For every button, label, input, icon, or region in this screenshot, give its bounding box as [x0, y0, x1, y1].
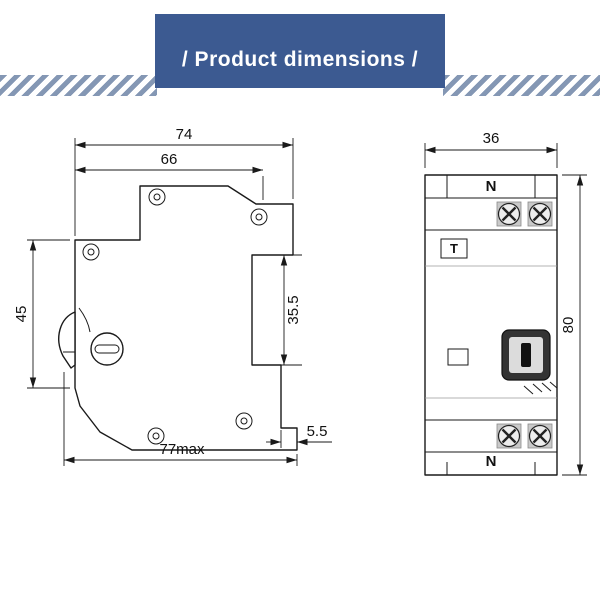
- dim-left-height: 45: [13, 306, 30, 323]
- indicator-window: [447, 348, 469, 366]
- dim-top-width-inner: 66: [161, 151, 178, 168]
- banner-stripe-left: [0, 75, 157, 96]
- test-button: [440, 238, 468, 259]
- toggle-switch: [501, 329, 551, 381]
- banner: / Product dimensions /: [155, 14, 445, 88]
- side-view-dimensions: 74 66 45 35.5 77max: [13, 126, 332, 466]
- banner-stripe-right: [443, 75, 600, 96]
- dim-inner-height: 35.5: [285, 295, 302, 324]
- dim-top-width: 74: [176, 126, 193, 143]
- latch-slot: [94, 344, 120, 354]
- front-view-drawing: N T N: [424, 130, 587, 476]
- terminal-band-bottom: [424, 419, 558, 453]
- phillips-screw-icon: [526, 422, 554, 450]
- breaker-side-outline: [74, 185, 298, 451]
- neutral-label-bottom: N: [486, 453, 497, 470]
- phillips-screw-icon: [526, 200, 554, 228]
- banner-title: / Product dimensions /: [181, 48, 419, 71]
- side-view-drawing: 74 66 45 35.5 77max: [13, 126, 332, 466]
- front-view-dimensions: 36 80: [424, 130, 587, 476]
- terminal-band-top: [424, 197, 558, 231]
- din-latch-lever: [58, 311, 76, 369]
- dim-hook-width: 5.5: [307, 423, 328, 440]
- dim-front-width: 36: [483, 130, 500, 147]
- dim-front-height: 80: [560, 317, 577, 334]
- rivet-icons: [82, 188, 268, 445]
- din-latch: [58, 307, 124, 369]
- dim-bottom-width: 77max: [159, 441, 205, 458]
- neutral-label-top: N: [486, 178, 497, 195]
- phillips-screw-icon: [495, 422, 523, 450]
- din-latch-drum: [90, 332, 124, 366]
- hatch-ticks: [523, 381, 558, 395]
- phillips-screw-icon: [495, 200, 523, 228]
- test-button-label: T: [450, 241, 458, 256]
